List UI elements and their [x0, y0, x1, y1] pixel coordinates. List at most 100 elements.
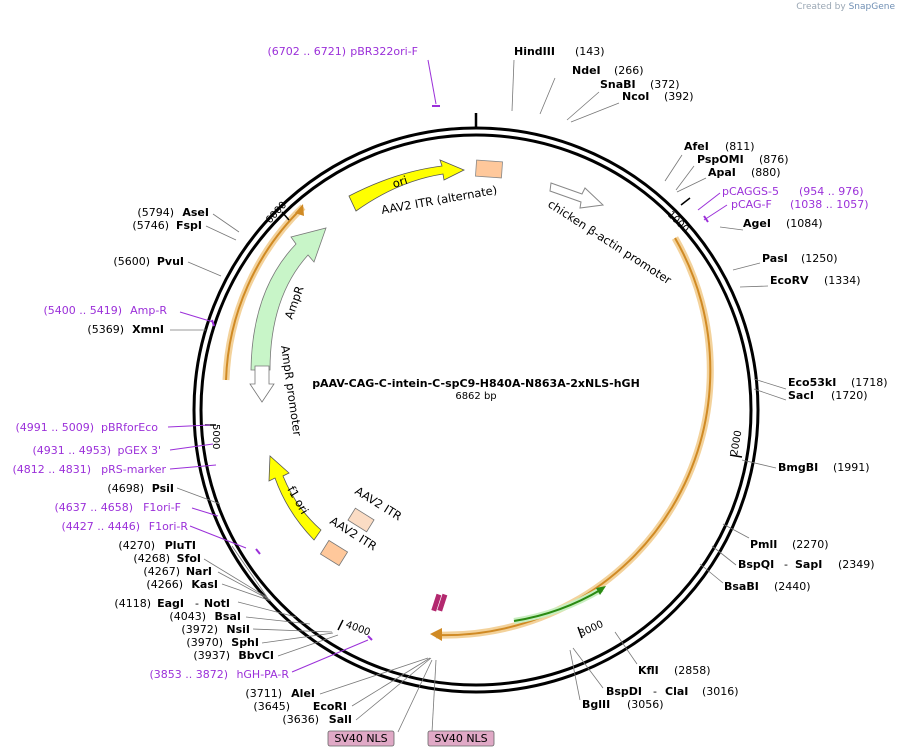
site-hindiii: HindIII: [514, 45, 555, 58]
site-bmgbi: BmgBI: [778, 461, 818, 474]
primer-hgh-pa-r: hGH-PA-R: [236, 668, 289, 681]
sv40-nls-mark-2: [437, 593, 448, 612]
site-snabi: SnaBI: [600, 78, 636, 91]
site-sfoi-pos: (4268): [133, 552, 170, 565]
site-kasi-pos: (4266): [146, 578, 183, 591]
site-eagi: EagI: [157, 597, 184, 610]
site-pluti: PluTI: [165, 539, 196, 552]
tick-4000: 4000: [344, 619, 372, 638]
site-pasi: PasI: [762, 252, 788, 265]
site-bsai-pos: (4043): [169, 610, 206, 623]
site-alei-pos: (3711): [245, 687, 282, 700]
site-bspdi-pos: (3016): [702, 685, 739, 698]
site-fspi-pos: (5746): [132, 219, 169, 232]
site-ecorv-pos: (1334): [824, 274, 861, 287]
site-ecori: EcoRI: [313, 700, 347, 713]
site-afei: AfeI: [684, 140, 709, 153]
primer-hgh-pa-r-pos: (3853 .. 3872): [149, 668, 228, 681]
site-eco53ki-pos: (1718): [851, 376, 888, 389]
site-sapi-dash: -: [784, 558, 788, 571]
site-saci-pos: (1720): [831, 389, 868, 402]
chicken-actin-promoter-arrow[interactable]: [549, 182, 605, 209]
primer-pcagf-pos: (1038 .. 1057): [790, 198, 869, 211]
sv40-nls-mark-1: [431, 593, 442, 612]
site-ncoi-pos: (392): [664, 90, 694, 103]
site-eagi-pos: (4118): [114, 597, 151, 610]
primer-f1ori-f-pos: (4637 .. 4658): [54, 501, 133, 514]
site-bspdi: BspDI: [606, 685, 642, 698]
site-pvui: PvuI: [157, 255, 184, 268]
primer-f1ori-r: F1ori-R: [149, 520, 189, 533]
site-bmgbi-pos: (1991): [833, 461, 870, 474]
site-sphi-pos: (3970): [186, 636, 223, 649]
tick-4000-mark: [337, 619, 344, 631]
sv40-nls-box-2[interactable]: [427, 730, 495, 747]
tick-3000: 3000: [578, 619, 606, 640]
site-bsai: BsaI: [215, 610, 241, 623]
primer-prs-marker: pRS-marker: [101, 463, 166, 476]
primer-pbrforeco-pos: (4991 .. 5009): [15, 421, 94, 434]
left-enzyme-labels: (6702 .. 6721) pBR322ori-F (5794) AseI (…: [12, 45, 418, 726]
ori-arrow[interactable]: [348, 159, 465, 212]
primer-pcaggs5-pos: (954 .. 976): [799, 185, 864, 198]
cds-arc-right: [435, 236, 714, 639]
site-noti-dash: -: [195, 597, 199, 610]
plasmid-size: 6862 bp: [455, 391, 496, 402]
primer-pbr322ori-f-pos: (6702 .. 6721): [267, 45, 346, 58]
site-ecori-pos: (3645): [253, 700, 290, 713]
site-ncoi: NcoI: [622, 90, 649, 103]
site-clai: ClaI: [665, 685, 688, 698]
site-nsii: NsiI: [226, 623, 250, 636]
cds-arc-right-head: [430, 628, 442, 641]
tick-6000-mark: [281, 211, 290, 221]
site-fspi: FspI: [176, 219, 202, 232]
site-pmli: PmlI: [750, 538, 777, 551]
site-bbvci: BbvCI: [238, 649, 274, 662]
site-hindiii-pos: (143): [575, 45, 605, 58]
right-primer-lines: [697, 192, 728, 223]
left-primer-lines: [167, 59, 440, 673]
primer-prs-marker-pos: (4812 .. 4831): [12, 463, 91, 476]
right-leader-lines: [511, 59, 787, 701]
site-agei: AgeI: [743, 217, 771, 230]
cds-arc-left-core: [225, 206, 304, 381]
right-enzyme-labels: HindIII (143) NdeI (266) SnaBI (372) Nco…: [514, 45, 888, 711]
green-feature-arc: [513, 586, 604, 624]
site-bglii: BglII: [582, 698, 610, 711]
site-ecorv: EcoRV: [770, 274, 809, 287]
site-pvui-pos: (5600): [113, 255, 150, 268]
primer-pcagf: pCAG-F: [731, 198, 772, 211]
sv40-nls-box-1[interactable]: [327, 730, 395, 747]
cds-arc-left-head: [295, 204, 304, 216]
aav2-itr-alt-box[interactable]: [475, 159, 503, 179]
site-kasi: KasI: [191, 578, 218, 591]
site-nsii-pos: (3972): [181, 623, 218, 636]
ampr-arrow[interactable]: [250, 227, 327, 371]
site-xmni-pos: (5369): [87, 323, 124, 336]
site-sfoi: SfoI: [177, 552, 201, 565]
primer-amp-r: Amp-R: [130, 304, 167, 317]
site-kfli: KflI: [638, 664, 659, 677]
site-clai-dash: -: [653, 685, 657, 698]
site-asei-pos: (5794): [137, 206, 174, 219]
primer-pgex3-pos: (4931 .. 4953): [32, 444, 111, 457]
site-kfli-pos: (2858): [674, 664, 711, 677]
site-asei: AseI: [182, 206, 209, 219]
site-alei: AleI: [291, 687, 315, 700]
ampr-promoter-arrow[interactable]: [249, 365, 275, 403]
site-apai: ApaI: [708, 166, 736, 179]
primer-pgex3: pGEX 3': [117, 444, 161, 457]
site-xmni: XmnI: [132, 323, 164, 336]
aav2-itr-box-1[interactable]: [347, 507, 375, 533]
cds-arc-right-core: [435, 237, 712, 637]
site-bsabi-pos: (2440): [774, 580, 811, 593]
site-noti: NotI: [204, 597, 230, 610]
site-sali-pos: (3636): [282, 713, 319, 726]
site-psii-pos: (4698): [107, 482, 144, 495]
aav2-itr-box-2[interactable]: [319, 539, 349, 567]
plasmid-name: pAAV-CAG-C-intein-C-spC9-H840A-N863A-2xN…: [312, 377, 640, 390]
f1-ori-arrow[interactable]: [268, 455, 322, 541]
site-pluti-pos: (4270): [118, 539, 155, 552]
site-pmli-pos: (2270): [792, 538, 829, 551]
